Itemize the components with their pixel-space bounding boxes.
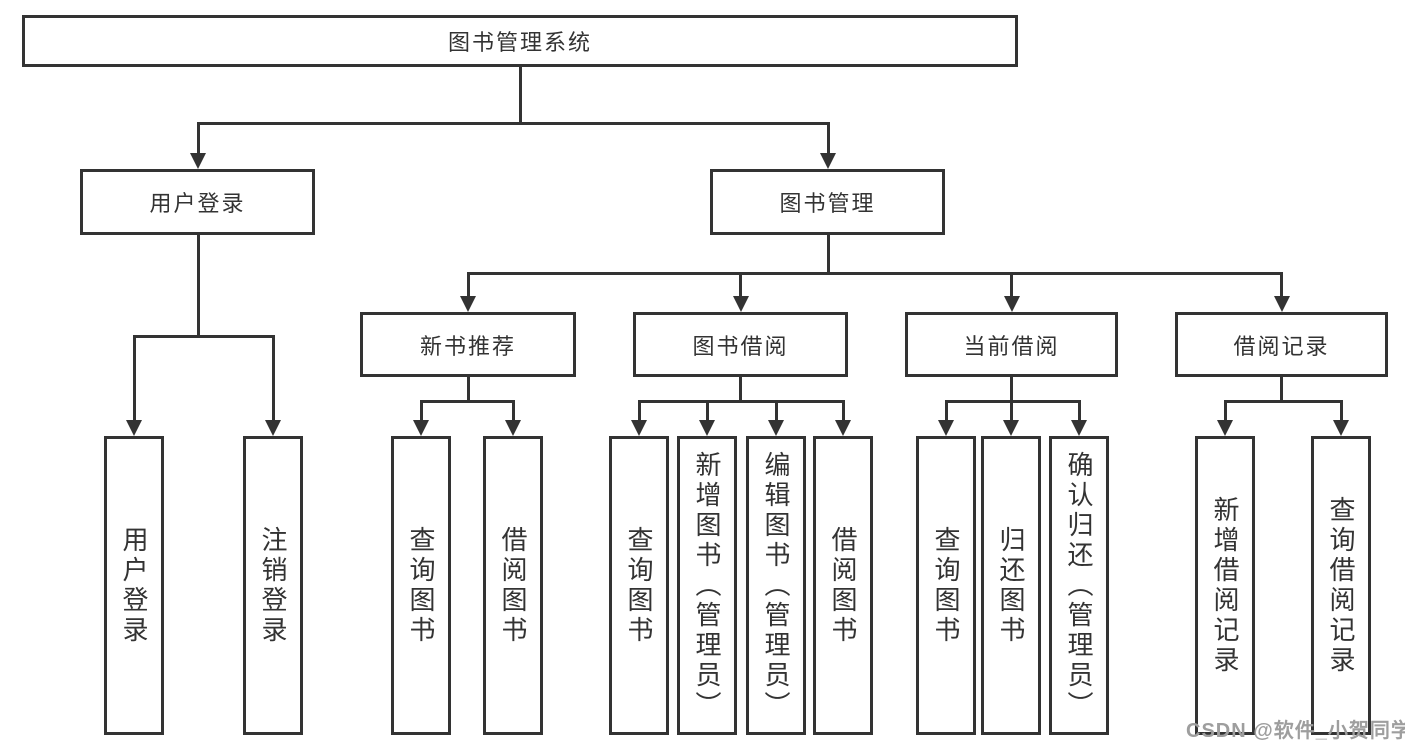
connector-user-login-bar (132, 335, 275, 338)
connector-new-book-rec-trunk (466, 376, 470, 402)
arrow-to-bb-add-book (699, 400, 715, 436)
connector-current-borrow-trunk (1010, 376, 1013, 402)
leaf-bb-add-book-admin: 新增图书（管理员） (677, 436, 737, 735)
arrow-to-leaf-user-login (126, 335, 142, 436)
leaf-cb-confirm-return-admin: 确认归还（管理员） (1049, 436, 1109, 735)
node-current-borrowing: 当前借阅 (905, 312, 1118, 377)
leaf-rec-query-book: 查询图书 (391, 436, 451, 735)
connector-root-trunk (518, 66, 522, 124)
arrow-to-book-borrow (732, 272, 749, 312)
leaf-bb-query-book: 查询图书 (609, 436, 669, 735)
leaf-user-login: 用户登录 (104, 436, 164, 735)
leaf-cb-query-book: 查询图书 (916, 436, 976, 735)
leaf-bb-edit-book-admin: 编辑图书（管理员） (746, 436, 806, 735)
arrow-to-br-query-record (1333, 400, 1349, 436)
arrow-to-cb-confirm-return (1071, 400, 1087, 436)
leaf-br-query-record: 查询借阅记录 (1311, 436, 1371, 735)
leaf-rec-borrow-book: 借阅图书 (483, 436, 543, 735)
arrow-to-cb-query-book (938, 400, 954, 436)
connector-borrow-records-trunk (1280, 376, 1283, 402)
csdn-watermark: CSDN @软件_小贺同学 (1186, 720, 1405, 742)
node-user-login: 用户登录 (80, 169, 315, 235)
arrow-to-rec-query-book (413, 400, 429, 436)
arrow-to-user-login (190, 122, 206, 169)
node-new-book-recommendation: 新书推荐 (360, 312, 576, 377)
arrow-to-cb-return-book (1003, 400, 1019, 436)
leaf-cb-return-book: 归还图书 (981, 436, 1041, 735)
arrow-to-bb-borrow-book (835, 400, 851, 436)
node-borrowing-records: 借阅记录 (1175, 312, 1388, 377)
arrow-to-bb-query-book (631, 400, 647, 436)
node-book-borrowing: 图书借阅 (633, 312, 848, 377)
arrow-to-current-borrow (1003, 272, 1020, 312)
arrow-to-rec-borrow-book (505, 400, 521, 436)
connector-current-borrow-bar (944, 400, 1081, 403)
leaf-bb-borrow-book: 借阅图书 (813, 436, 873, 735)
connector-new-book-rec-bar (419, 400, 515, 403)
connector-book-borrow-bar (637, 400, 845, 403)
arrow-to-new-book-rec (460, 272, 476, 312)
arrow-to-leaf-logout (265, 335, 281, 436)
connector-book-mgmt-trunk (826, 234, 830, 275)
arrow-to-book-management (820, 122, 836, 169)
arrow-to-borrow-records (1273, 272, 1290, 312)
connector-root-bar (196, 122, 830, 125)
node-root-library-management-system: 图书管理系统 (22, 15, 1018, 67)
arrow-to-bb-edit-book (768, 400, 784, 436)
node-book-management: 图书管理 (710, 169, 945, 235)
connector-book-borrow-trunk (739, 376, 742, 402)
arrow-to-br-add-record (1217, 400, 1233, 436)
connector-borrow-records-bar (1223, 400, 1343, 403)
leaf-br-add-record: 新增借阅记录 (1195, 436, 1255, 735)
connector-book-mgmt-bar (466, 272, 1283, 275)
connector-user-login-trunk (196, 234, 200, 337)
leaf-logout: 注销登录 (243, 436, 303, 735)
